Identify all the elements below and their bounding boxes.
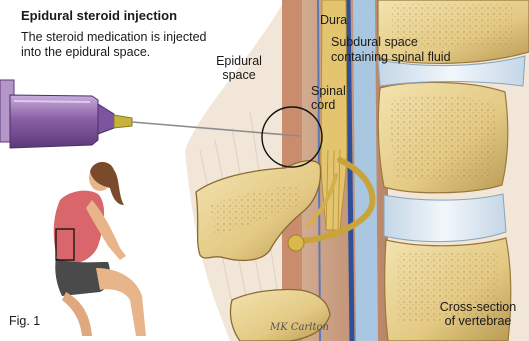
label-cross-line-1: Cross-section — [432, 300, 524, 314]
caption-line-2: into the epidural space. — [21, 45, 150, 59]
nerve-ganglion — [288, 235, 304, 251]
label-cross-section: Cross-section of vertebrae — [432, 300, 524, 329]
label-spinal-line-2: cord — [311, 98, 346, 112]
figure-number: Fig. 1 — [9, 314, 40, 328]
label-epidural-line-1: Epidural — [209, 54, 269, 68]
label-spinal-cord: Spinal cord — [311, 84, 346, 113]
label-dura: Dura — [320, 13, 347, 27]
label-cross-line-2: of vertebrae — [432, 314, 524, 328]
caption-line-1: The steroid medication is injected — [21, 30, 207, 44]
label-epidural-space: Epidural space — [209, 54, 269, 83]
label-subdural-line-1: Subdural space — [331, 35, 418, 49]
syringe-barrel — [10, 95, 98, 148]
needle-hub — [114, 115, 132, 128]
patient-shirt — [54, 191, 104, 265]
artist-signature: MK Carlton — [270, 322, 329, 334]
label-subdural-line-2: containing spinal fluid — [331, 50, 451, 64]
patient-leg — [96, 268, 146, 336]
label-spinal-line-1: Spinal — [311, 84, 346, 98]
patient-shin — [62, 292, 92, 336]
syringe-tip — [98, 104, 114, 134]
label-epidural-line-2: space — [209, 68, 269, 82]
intervertebral-disc — [384, 194, 506, 242]
figure-title: Epidural steroid injection — [21, 9, 177, 24]
